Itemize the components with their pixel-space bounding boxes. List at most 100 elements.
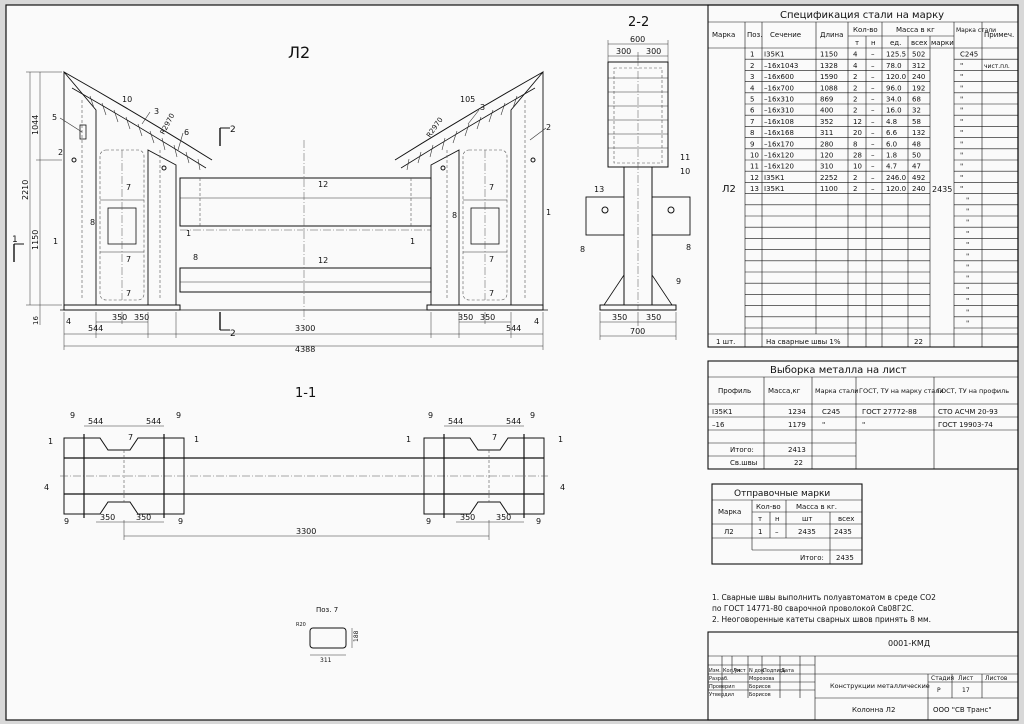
spec-cell-qty-t: 10 bbox=[853, 163, 862, 171]
spec-cell-qty-n: – bbox=[871, 84, 875, 92]
spec-cell-length: 1590 bbox=[820, 73, 838, 81]
pos7-label: Поз. 7 bbox=[316, 606, 338, 614]
spec-cell-steel-ditto: " bbox=[966, 252, 969, 260]
spec-cell-mass-all: 492 bbox=[912, 174, 925, 182]
svg-text:7: 7 bbox=[128, 433, 133, 442]
tb-sheets-h: Листов bbox=[985, 675, 1008, 682]
tb-name: Борисов bbox=[749, 684, 771, 690]
spec-cell-pos: 7 bbox=[750, 118, 754, 126]
spec-cell-section: I35К1 bbox=[764, 185, 784, 193]
svg-text:9: 9 bbox=[64, 517, 69, 526]
svg-text:6: 6 bbox=[184, 128, 189, 137]
sh-unit: шт bbox=[802, 515, 812, 523]
spec-cell-qty-t: 4 bbox=[853, 62, 858, 70]
spec-footer-qty: 1 шт. bbox=[716, 338, 735, 346]
metal-title: Выборка металла на лист bbox=[770, 365, 907, 376]
spec-cell-length: 869 bbox=[820, 96, 833, 104]
svg-text:1: 1 bbox=[558, 435, 563, 444]
metal-table: Выборка металла на лист Профиль Масса,кг… bbox=[707, 360, 1019, 470]
svg-text:8: 8 bbox=[90, 218, 95, 227]
svg-text:4: 4 bbox=[44, 483, 49, 492]
spec-cell-steel-ditto: " bbox=[966, 275, 969, 283]
tb-section: Конструкции металлические bbox=[830, 682, 930, 690]
spec-cell-qty-n: – bbox=[871, 185, 875, 193]
svg-text:1: 1 bbox=[410, 237, 415, 246]
svg-text:9: 9 bbox=[70, 411, 75, 420]
cut-1-label: 1 bbox=[12, 235, 18, 245]
dim-r20: R20 bbox=[296, 622, 306, 628]
spec-cell-steel-ditto: " bbox=[966, 308, 969, 316]
spec-cell-steel-ditto: " bbox=[966, 264, 969, 272]
spec-cell-length: 1328 bbox=[820, 62, 838, 70]
svg-text:1: 1 bbox=[53, 237, 58, 246]
spec-cell-length: 120 bbox=[820, 152, 833, 160]
spec-cell-qty-n: – bbox=[871, 51, 875, 59]
spec-cell-mass-all: 50 bbox=[912, 152, 921, 160]
spec-cell-mass-unit: 4.8 bbox=[886, 118, 897, 126]
spec-cell-qty-t: 2 bbox=[853, 84, 857, 92]
ship-all: 2435 bbox=[834, 528, 852, 536]
ship-total: 2435 bbox=[836, 554, 854, 562]
h-qty: Кол-во bbox=[853, 26, 878, 34]
svg-text:10: 10 bbox=[122, 95, 132, 104]
pos7-detail: Поз. 7 311 188 R20 bbox=[296, 606, 360, 664]
sh-mass: Масса в кг. bbox=[796, 503, 837, 511]
svg-text:11: 11 bbox=[680, 153, 690, 162]
ship-table: Отправочные марки Марка Кол-во т н Масса… bbox=[711, 483, 863, 565]
svg-text:4: 4 bbox=[534, 317, 539, 326]
svg-text:9: 9 bbox=[178, 517, 183, 526]
spec-cell-qty-t: 2 bbox=[853, 96, 857, 104]
spec-cell-steel: " bbox=[960, 163, 963, 171]
spec-table: Спецификация стали на марку Марка Поз. С… bbox=[707, 4, 1019, 348]
svg-text:7: 7 bbox=[126, 183, 131, 192]
ship-title: Отправочные марки bbox=[734, 489, 830, 499]
tb-col-header: N док. bbox=[749, 668, 766, 674]
spec-cell-steel-ditto: " bbox=[966, 196, 969, 204]
spec-cell-section: I35К1 bbox=[764, 174, 784, 182]
tb-role: Разраб. bbox=[709, 676, 729, 682]
spec-cell-mass-unit: 16.0 bbox=[886, 107, 902, 115]
tb-sheet-h: Лист bbox=[958, 675, 974, 682]
spec-cell-mass-all: 58 bbox=[912, 118, 921, 126]
spec-cell-mass-unit: 96.0 bbox=[886, 84, 902, 92]
svg-text:350: 350 bbox=[136, 513, 151, 522]
title-2-2: 2-2 bbox=[628, 15, 649, 30]
spec-cell-section: –16х1043 bbox=[764, 62, 798, 70]
spec-cell-steel-ditto: " bbox=[966, 286, 969, 294]
ship-unit: 2435 bbox=[798, 528, 816, 536]
h-qty-t: т bbox=[855, 39, 859, 47]
svg-text:12: 12 bbox=[318, 256, 328, 265]
spec-cell-qty-t: 4 bbox=[853, 51, 858, 59]
spec-cell-pos: 10 bbox=[750, 152, 759, 160]
spec-cell-pos: 3 bbox=[750, 73, 754, 81]
dim-188: 188 bbox=[353, 630, 360, 642]
spec-cell-mass-all: 192 bbox=[912, 84, 925, 92]
spec-cell-qty-t: 2 bbox=[853, 174, 857, 182]
metal-cell-mass: 1179 bbox=[788, 421, 806, 429]
h-qty-n: н bbox=[871, 39, 876, 47]
h-mass-unit: ед. bbox=[890, 39, 901, 47]
spec-cell-qty-n: – bbox=[871, 118, 875, 126]
sh-qty: Кол-во bbox=[756, 503, 781, 511]
h-note: Примеч. bbox=[984, 31, 1014, 39]
note-3: 2. Неоговоренные катеты сварных швов при… bbox=[712, 615, 931, 624]
spec-mark-mass: 2435 bbox=[932, 185, 952, 194]
dim-4388: 4388 bbox=[295, 345, 315, 354]
svg-text:350: 350 bbox=[134, 313, 149, 322]
dim-1150: 1150 bbox=[31, 230, 40, 250]
svg-text:9: 9 bbox=[176, 411, 181, 420]
spec-cell-pos: 12 bbox=[750, 174, 759, 182]
spec-cell-steel: " bbox=[960, 185, 963, 193]
note-2: по ГОСТ 14771-80 сварочной проволокой Св… bbox=[712, 604, 914, 613]
svg-text:7: 7 bbox=[489, 255, 494, 264]
tb-company: ООО "СВ Транс" bbox=[933, 706, 992, 714]
metal-welds: 22 bbox=[794, 459, 803, 467]
mh-steel: Марка стали bbox=[815, 387, 858, 395]
dim-3300-11: 3300 bbox=[296, 527, 316, 536]
dim-300a: 300 bbox=[616, 47, 631, 56]
dim-1044: 1044 bbox=[31, 115, 40, 135]
